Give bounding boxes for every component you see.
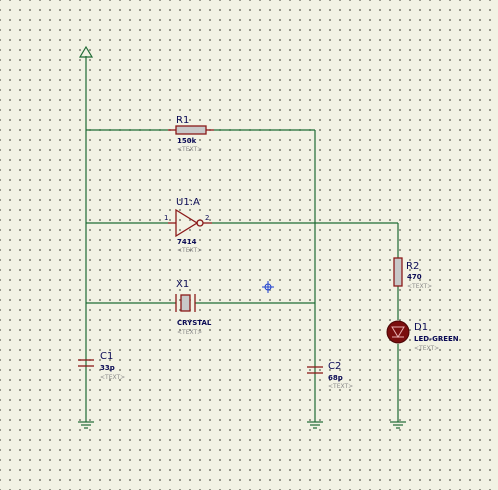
r1-text-placeholder: <TEXT> — [177, 146, 202, 153]
c1-value-label: 33p — [100, 364, 115, 372]
u1-pin-input: 1 — [164, 214, 168, 222]
r2-ref-label: R2 — [406, 261, 419, 272]
r2-text-placeholder: <TEXT> — [407, 283, 432, 290]
c1-text-placeholder: <TEXT> — [100, 374, 125, 381]
led-d1[interactable]: D1 LED-GREEN <TEXT> — [386, 320, 459, 352]
power-terminal-icon[interactable] — [78, 45, 94, 58]
wires — [85, 56, 399, 422]
r1-value-label: 150k — [177, 137, 197, 145]
c2-value-label: 68p — [328, 374, 343, 382]
r2-value-label: 470 — [407, 273, 422, 281]
c1-ref-label: C1 — [100, 351, 113, 362]
inverter-u1a[interactable]: U1:A 1 2 7414 <TEXT> — [164, 197, 212, 254]
capacitor-c2[interactable]: C2 68p <TEXT> — [307, 361, 353, 390]
ground-icon[interactable] — [307, 421, 323, 429]
d1-value-label: LED-GREEN — [414, 335, 459, 343]
d1-text-placeholder: <TEXT> — [414, 345, 439, 352]
crosshair-cursor-icon — [262, 281, 274, 293]
u1-value-label: 7414 — [177, 238, 197, 246]
x1-value-label: CRYSTAL — [177, 319, 212, 327]
x1-ref-label: X1 — [176, 279, 189, 290]
c2-ref-label: C2 — [328, 361, 341, 372]
ground-icon[interactable] — [78, 421, 94, 429]
r1-ref-label: R1 — [176, 115, 189, 126]
capacitor-c1[interactable]: C1 33p <TEXT> — [78, 351, 125, 381]
resistor-r1[interactable]: R1 150k <TEXT> — [168, 115, 214, 153]
ground-icon[interactable] — [390, 421, 406, 429]
x1-text-placeholder: <TEXT> — [177, 329, 202, 336]
u1-text-placeholder: <TEXT> — [177, 247, 202, 254]
u1-pin-output: 2 — [205, 214, 209, 222]
u1-ref-label: U1:A — [176, 197, 200, 208]
c2-text-placeholder: <TEXT> — [328, 383, 353, 390]
d1-ref-label: D1 — [414, 322, 428, 333]
crystal-x1[interactable]: X1 CRYSTAL <TEXT> — [175, 279, 212, 336]
resistor-r2[interactable]: R2 470 <TEXT> — [393, 257, 432, 290]
